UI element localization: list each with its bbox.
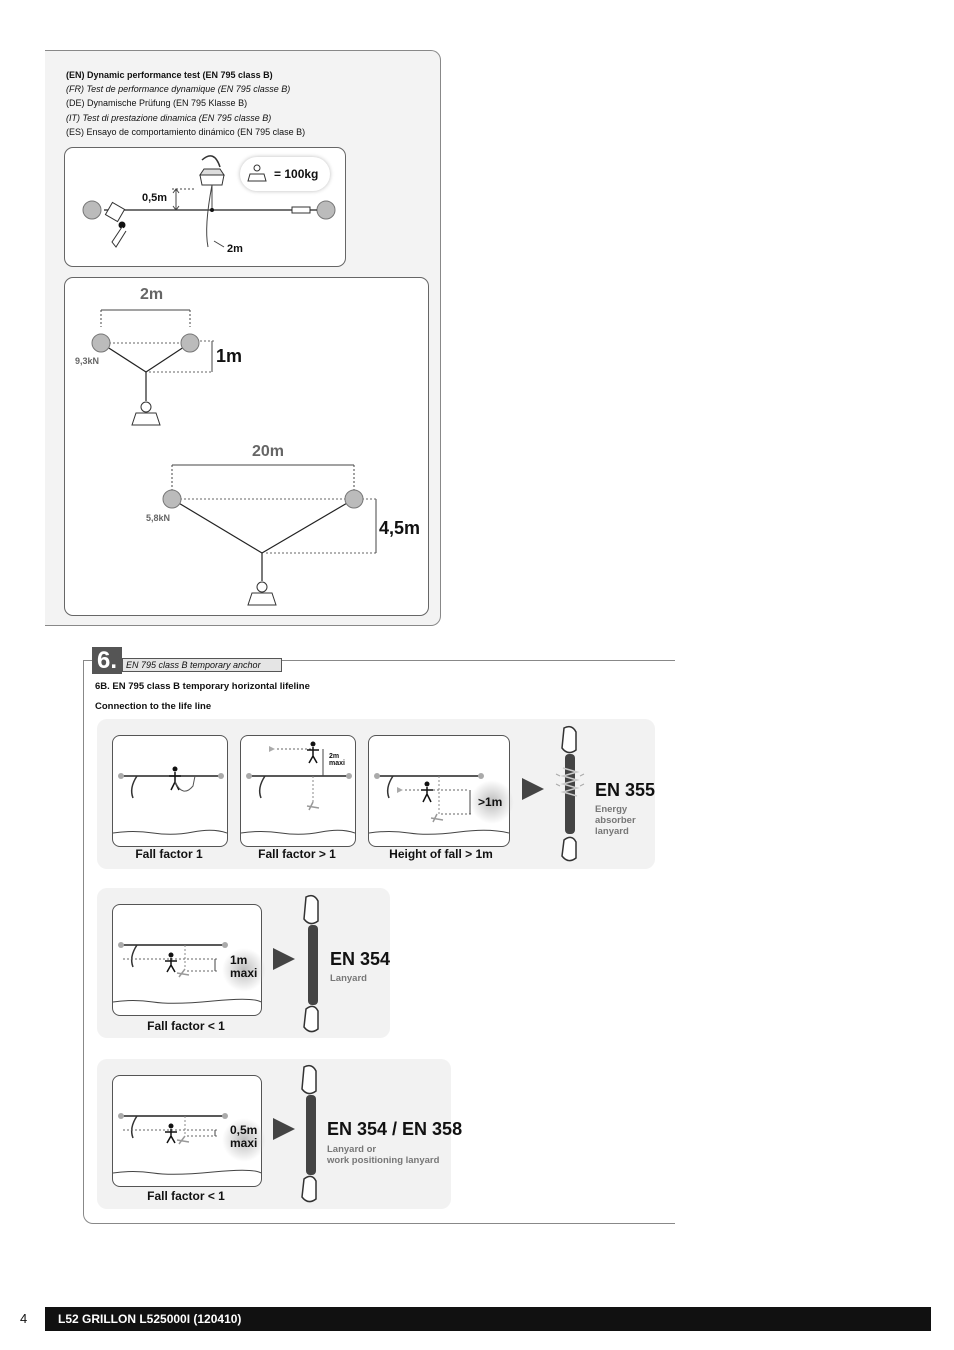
standard-en355: EN 355 xyxy=(595,780,656,800)
max-height-inset-label: 2m maxi xyxy=(329,753,345,767)
large-sag-label: 4,5m xyxy=(379,518,421,538)
caption-height-over-1m: Height of fall > 1m xyxy=(389,847,493,861)
small-span-label: 2m xyxy=(140,286,164,303)
anchor-icon xyxy=(91,333,111,353)
energy-absorber-lanyard-icon xyxy=(555,725,585,862)
standard-en354-description: Lanyard xyxy=(330,973,367,984)
small-force-label: 9,3kN xyxy=(75,356,100,366)
anchor-icon xyxy=(180,333,200,353)
standard-en354: EN 354 xyxy=(330,949,391,969)
angle-force-drawing xyxy=(91,309,378,606)
small-sag-label: 1m xyxy=(216,346,243,366)
scenario-fall-factor-over-1 xyxy=(240,735,356,847)
large-span-label: 20m xyxy=(252,443,285,460)
anchor-icon xyxy=(162,489,182,509)
arrow-right-icon xyxy=(273,948,295,970)
title-it: (IT) Test di prestazione dinamica (EN 79… xyxy=(66,113,272,123)
standard-en355-description: Energy absorber lanyard xyxy=(595,804,636,837)
drop-test-drawing xyxy=(82,155,336,248)
angle-force-diagram xyxy=(64,277,429,616)
weight-legend-label: = 100kg xyxy=(274,167,319,181)
title-fr: (FR) Test de performance dynamique (EN 7… xyxy=(66,84,291,94)
page-number: 4 xyxy=(20,1311,28,1326)
tensioner-icon xyxy=(104,201,126,223)
lanyard-icon xyxy=(303,894,319,1033)
arrow-right-icon xyxy=(522,778,544,800)
work-positioning-lanyard-icon xyxy=(301,1064,317,1203)
height-1m-maxi-label: 1m maxi xyxy=(230,953,258,980)
anchor-right-icon xyxy=(316,200,336,220)
title-de: (DE) Dynamische Prüfung (EN 795 Klasse B… xyxy=(66,98,248,108)
mass-icon xyxy=(247,592,277,606)
caption-fall-factor-over-1: Fall factor > 1 xyxy=(258,847,336,861)
standard-en354-en358: EN 354 / EN 358 xyxy=(327,1119,463,1139)
anchor-left-icon xyxy=(82,200,102,220)
title-en: (EN) Dynamic performance test (EN 795 cl… xyxy=(66,70,273,80)
section-tab: EN 795 class B temporary anchor xyxy=(122,658,282,672)
large-force-label: 5,8kN xyxy=(146,513,171,523)
scenario-fall-factor-1 xyxy=(112,735,228,847)
connection-heading: Connection to the life line xyxy=(95,701,212,712)
footer-doc-reference: L52 GRILLON L525000I (120410) xyxy=(58,1312,242,1326)
mass-icon xyxy=(131,412,161,426)
section-number: 6. xyxy=(92,647,122,674)
test-mass-icon xyxy=(199,174,225,186)
title-es: (ES) Ensayo de comportamiento dinámico (… xyxy=(66,127,306,137)
height-05m-maxi-label: 0,5m maxi xyxy=(230,1123,258,1150)
drop-height-label: 0,5m xyxy=(142,192,168,204)
mass-icon xyxy=(247,164,267,182)
height-over-1m-label: >1m xyxy=(478,795,503,809)
caption-fall-factor-1: Fall factor 1 xyxy=(135,847,203,861)
footer-bar xyxy=(45,1307,931,1331)
standard-en354-en358-description: Lanyard or work positioning lanyard xyxy=(327,1144,440,1166)
caption-fall-factor-under-1: Fall factor < 1 xyxy=(147,1019,225,1033)
caption-fall-factor-under-1b: Fall factor < 1 xyxy=(147,1189,225,1203)
section-subtitle: 6B. EN 795 class B temporary horizontal … xyxy=(95,681,310,692)
rope-length-label: 2m xyxy=(227,243,243,255)
arrow-right-icon xyxy=(273,1118,295,1140)
anchor-icon xyxy=(344,489,364,509)
